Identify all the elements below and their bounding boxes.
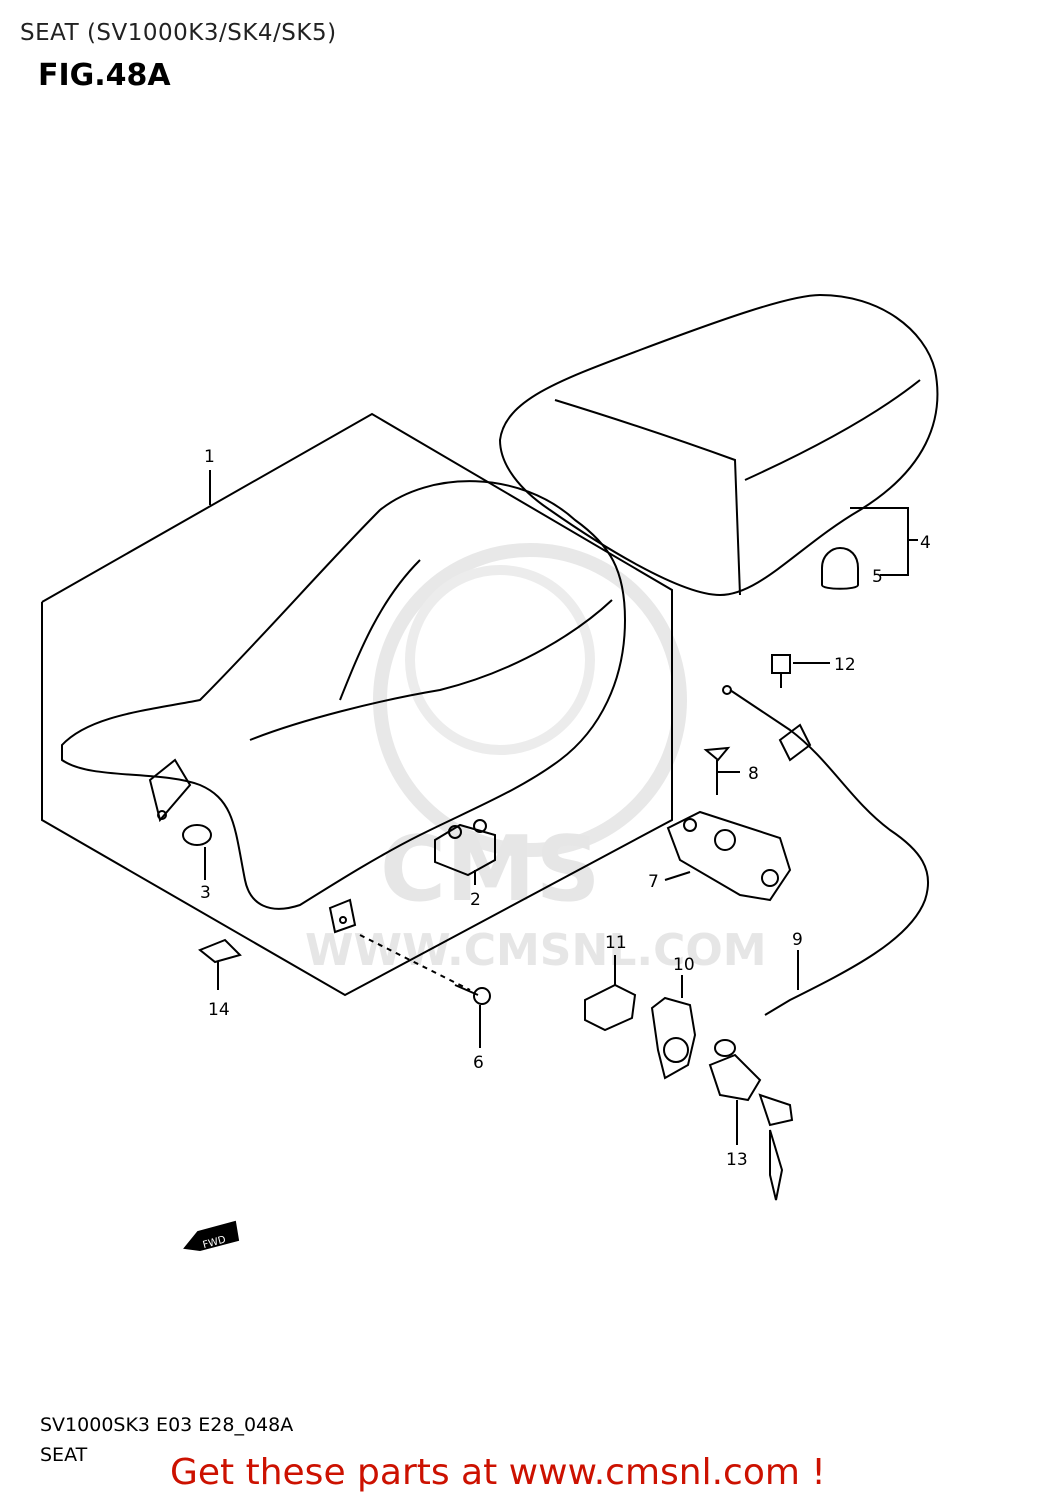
- front-seat: [61, 480, 627, 910]
- diagram-code: SV1000SK3 E03 E28_048A: [40, 1414, 294, 1436]
- part-number-5[interactable]: 5: [872, 567, 883, 587]
- screw-8: [703, 746, 731, 762]
- screw-6-head: [473, 987, 491, 1005]
- lock-bracket: [650, 996, 697, 1080]
- rear-seat-seam: [744, 379, 921, 481]
- watermark-url: WWW.CMSNL.COM: [305, 925, 767, 976]
- rear-seat: [498, 293, 939, 597]
- seat-cable: [729, 689, 930, 1016]
- part-number-1[interactable]: 1: [204, 447, 215, 467]
- rear-seat-edge: [554, 399, 741, 596]
- screw-6-leader: [359, 934, 471, 991]
- part-number-4[interactable]: 4: [920, 533, 931, 553]
- seat-label-tag: [198, 938, 242, 964]
- figure-label: FIG.48A: [38, 58, 171, 93]
- page-title: SEAT (SV1000K3/SK4/SK5): [20, 20, 337, 46]
- part-number-14[interactable]: 14: [208, 1000, 230, 1020]
- part-number-3[interactable]: 3: [200, 883, 211, 903]
- part-number-10[interactable]: 10: [673, 955, 695, 975]
- seat-damper: [434, 823, 496, 877]
- part-number-11[interactable]: 11: [605, 933, 627, 953]
- seat-bumper: [821, 546, 859, 590]
- seat-lock: [708, 1053, 762, 1102]
- part-number-12[interactable]: 12: [834, 655, 856, 675]
- part-number-2[interactable]: 2: [470, 890, 481, 910]
- front-seat-seam-2: [339, 559, 421, 701]
- lock-key: [758, 1093, 794, 1127]
- seat-latch: [666, 810, 792, 902]
- diagram-caption: SEAT: [40, 1444, 88, 1466]
- part-number-13[interactable]: 13: [726, 1150, 748, 1170]
- cta-link[interactable]: Get these parts at www.cmsnl.com !: [170, 1452, 826, 1493]
- seat-part-group: FWD: [41, 293, 939, 1252]
- front-seat-seam: [249, 599, 613, 741]
- rear-bracket: [328, 898, 357, 934]
- front-seat-bracket: [148, 758, 192, 823]
- cable-clip: [584, 983, 637, 1032]
- part-number-7[interactable]: 7: [648, 872, 659, 892]
- bolt-12: [771, 654, 791, 674]
- part-number-8[interactable]: 8: [748, 764, 759, 784]
- watermark: CMS WWW.CMSNL.COM: [305, 543, 767, 976]
- part-number-9[interactable]: 9: [792, 930, 803, 950]
- part-number-labels: 1 2 3 4 5 6 7 8 9 10 11 12 13 14: [200, 447, 931, 1170]
- part-number-6[interactable]: 6: [473, 1053, 484, 1073]
- seat-knob: [182, 824, 212, 846]
- fwd-arrow: [183, 1220, 240, 1252]
